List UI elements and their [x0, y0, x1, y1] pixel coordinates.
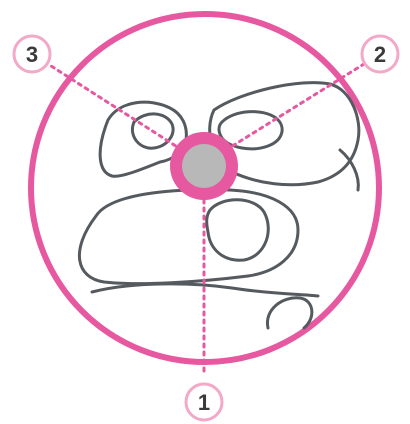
callout-1-label: 1 [198, 390, 210, 415]
callout-3: 3 [14, 36, 50, 72]
callout-1: 1 [186, 384, 222, 420]
fingers-pinching-button-icon [79, 83, 358, 328]
little-finger-tip [267, 298, 311, 328]
leader-line-3 [48, 64, 182, 150]
callout-2: 2 [362, 36, 398, 72]
callout-2-label: 2 [374, 42, 386, 67]
callout-3-label: 3 [26, 42, 38, 67]
thumb-outline [79, 190, 298, 284]
thumb-nail [207, 200, 269, 260]
leader-line-2 [226, 64, 364, 150]
button-dot-icon [182, 144, 226, 188]
